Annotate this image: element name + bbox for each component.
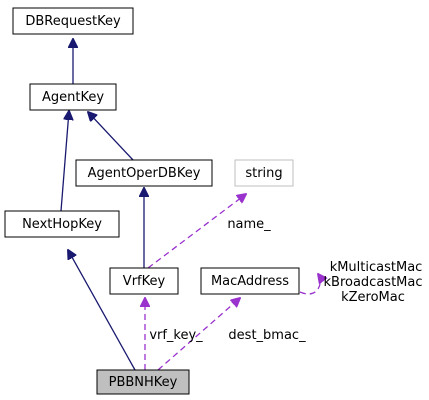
edge-agentoperdbkey-to-agentkey <box>88 112 134 161</box>
node-nexthopkey-label: NextHopKey <box>22 217 102 232</box>
node-string-label: string <box>245 166 282 181</box>
edge-label-dest-bmac: dest_bmac_ <box>228 328 306 343</box>
node-agentoperdbkey[interactable]: AgentOperDBKey <box>75 159 213 187</box>
edge-nexthopkey-to-agentkey <box>60 111 69 212</box>
node-pbbnhkey-label: PBBNHKey <box>109 375 178 390</box>
edge-label-vrf-key: vrf_key_ <box>149 328 203 343</box>
usage-edges <box>145 194 320 371</box>
node-pbbnhkey[interactable]: PBBNHKey <box>96 369 190 395</box>
node-vrfkey[interactable]: VrfKey <box>109 267 179 295</box>
node-dbrequestkey[interactable]: DBRequestKey <box>12 7 134 35</box>
edge-vrfkey-to-string <box>147 194 246 269</box>
edge-pbbnhkey-to-macaddress <box>157 298 240 371</box>
edge-label-kmulticastmac: kMulticastMac <box>330 260 423 275</box>
node-agentkey[interactable]: AgentKey <box>29 83 117 111</box>
node-vrfkey-label: VrfKey <box>123 274 166 289</box>
node-macaddress-label: MacAddress <box>211 274 289 289</box>
edge-label-kbroadcastmac: kBroadcastMac <box>324 275 423 290</box>
node-string[interactable]: string <box>234 159 294 187</box>
inheritance-edges <box>60 39 144 371</box>
edge-label-kzeromac: kZeroMac <box>341 290 405 305</box>
edge-label-name: name_ <box>227 217 271 232</box>
node-agentoperdbkey-label: AgentOperDBKey <box>88 166 201 181</box>
node-agentkey-label: AgentKey <box>42 90 104 105</box>
node-nexthopkey[interactable]: NextHopKey <box>4 210 120 238</box>
edge-pbbnhkey-to-nexthopkey <box>68 250 136 371</box>
node-macaddress[interactable]: MacAddress <box>200 267 300 295</box>
edge-macaddress-self-loop <box>299 274 320 295</box>
node-dbrequestkey-label: DBRequestKey <box>25 14 121 29</box>
